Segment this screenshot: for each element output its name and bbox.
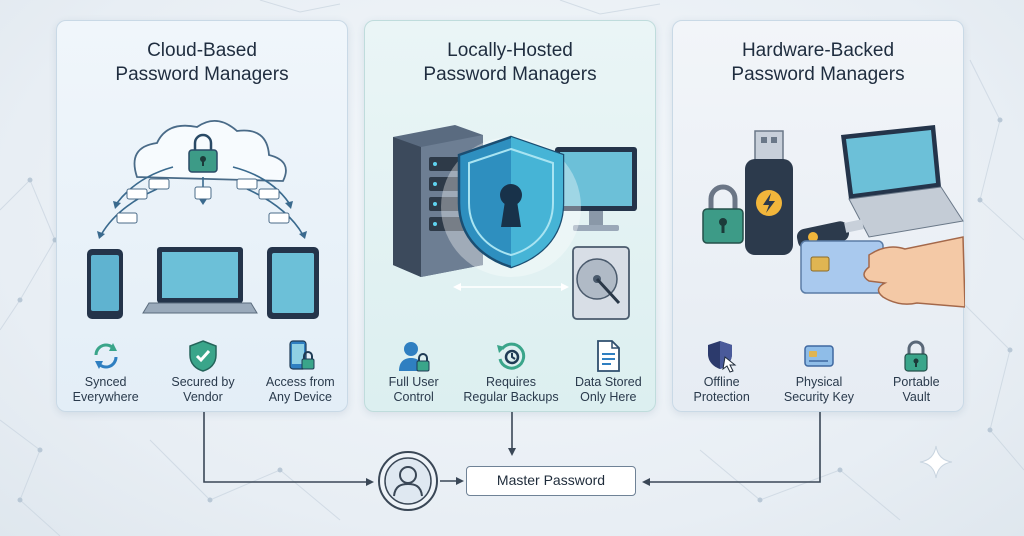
feature-label-line1: Full User [388,375,439,389]
feature-label: Synced Everywhere [58,375,154,405]
feature-data-stored-only-here: Data Stored Only Here [560,339,656,409]
feature-label-line2: Vendor [183,390,223,404]
shield-check-icon [189,340,217,372]
feature-label: Data Stored Only Here [560,375,656,405]
security-card-icon [804,345,834,367]
panel-cloud-based: Cloud-Based Password Managers [56,20,348,412]
feature-label-line1: Secured by [171,375,235,389]
feature-label-line2: Regular Backups [463,390,559,404]
smartphone-icon [87,249,123,319]
feature-synced-everywhere: Synced Everywhere [58,339,154,409]
padlock-icon [702,184,744,244]
panel-title-line1: Cloud-Based [147,40,257,61]
feature-label-line1: Portable [893,375,940,389]
panel-title: Hardware-Backed Password Managers [673,39,963,87]
panel-title-line2: Password Managers [423,64,597,85]
feature-label-line1: Data Stored [574,375,642,389]
panel-hardware-backed: Hardware-Backed Password Managers [672,20,965,412]
feature-label-line1: Synced [84,375,127,389]
feature-label-line2: Only Here [580,390,637,404]
master-password-box: Master Password [466,466,636,496]
feature-row: Synced Everywhere Secured by Vendor Ac [57,339,349,409]
feature-label-line1: Requires [485,375,536,389]
offline-shield-icon [707,341,737,373]
panel-title-line1: Hardware-Backed [741,40,895,61]
feature-label: Physical Security Key [771,375,867,405]
tablet-icon [267,247,319,319]
user-avatar-icon [378,451,438,511]
laptop-icon [142,247,258,314]
feature-label-line1: Access from [265,375,335,389]
shield-keyhole-icon [457,135,565,269]
feature-label: Secured by Vendor [155,375,251,405]
document-icon [597,340,621,372]
feature-label-line2: Protection [693,390,750,404]
usb-key-icon [745,130,793,255]
feature-label-line2: Security Key [783,390,855,404]
laptop-icon [841,125,964,238]
feature-row: Full User Control Requires Regular Backu… [365,339,657,409]
feature-label-line2: Any Device [268,390,332,404]
phone-lock-icon [289,340,315,370]
hardware-key-illustration [702,125,965,308]
feature-access-from-any-device: Access from Any Device [252,339,348,409]
hard-drive-icon [572,246,630,320]
local-server-illustration [393,125,637,320]
panel-title-line2: Password Managers [115,64,289,85]
feature-label-line1: Physical [795,375,843,389]
feature-label-line2: Control [393,390,434,404]
panel-title: Locally-Hosted Password Managers [365,39,655,87]
feature-label: Requires Regular Backups [463,375,559,405]
feature-secured-by-vendor: Secured by Vendor [155,339,251,409]
feature-label-line2: Everywhere [72,390,139,404]
panel-title-line2: Password Managers [731,64,905,85]
feature-label-line1: Offline [703,375,740,389]
user-lock-icon [398,342,430,372]
feature-full-user-control: Full User Control [366,339,462,409]
feature-label: Portable Vault [868,375,964,405]
monitor-icon [555,147,637,231]
feature-label: Access from Any Device [252,375,348,405]
master-password-label: Master Password [496,472,606,488]
panel-title-line1: Locally-Hosted [447,40,573,61]
feature-requires-regular-backups: Requires Regular Backups [463,339,559,409]
feature-label: Full User Control [366,375,462,405]
feature-label: Offline Protection [674,375,770,405]
feature-row: Offline Protection Physical Security Key [673,339,965,409]
hand-icon [863,236,965,308]
backup-icon [496,342,526,370]
lock-icon [188,133,218,173]
feature-portable-vault: Portable Vault [868,339,964,409]
panel-title: Cloud-Based Password Managers [57,39,347,87]
feature-offline-protection: Offline Protection [674,339,770,409]
feature-label-line2: Vault [902,390,931,404]
padlock-icon [904,340,928,372]
cloud-sync-illustration [87,120,319,319]
panel-locally-hosted: Locally-Hosted Password Managers [364,20,656,412]
feature-physical-security-key: Physical Security Key [771,339,867,409]
sync-icon [94,343,118,369]
sparkle-icon [919,445,953,479]
